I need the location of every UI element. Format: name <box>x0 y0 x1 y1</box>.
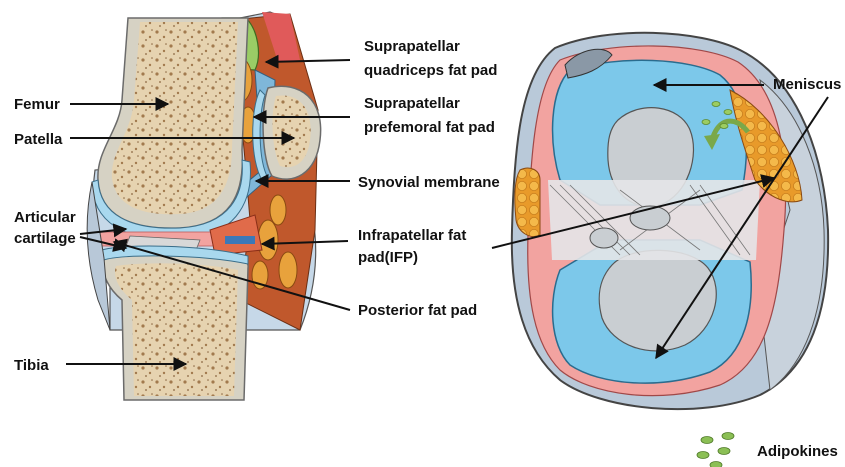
label-articular-cartilage-2: cartilage <box>14 230 76 247</box>
patellar-ligament-blue <box>225 236 255 244</box>
label-suprapatellar-quadriceps-1: Suprapatellar <box>364 38 460 55</box>
label-posterior-fat-pad: Posterior fat pad <box>358 302 477 319</box>
label-synovial-membrane: Synovial membrane <box>358 174 500 191</box>
label-adipokines: Adipokines <box>757 443 838 460</box>
label-infrapatellar-2: pad(IFP) <box>358 249 418 266</box>
label-suprapatellar-prefemoral-1: Suprapatellar <box>364 95 460 112</box>
label-articular-cartilage-1: Articular <box>14 209 76 226</box>
label-tibia: Tibia <box>14 357 49 374</box>
label-suprapatellar-quadriceps-2: quadriceps fat pad <box>364 62 497 79</box>
infrapatellar-fat-lobule-3 <box>270 195 286 225</box>
sagittal-knee-illustration <box>87 12 320 400</box>
label-suprapatellar-prefemoral-2: prefemoral fat pad <box>364 119 495 136</box>
infrapatellar-fat-lobule-2 <box>279 252 297 288</box>
label-meniscus: Meniscus <box>773 76 841 93</box>
axial-fat-pad-left <box>515 168 540 236</box>
label-femur: Femur <box>14 96 60 113</box>
axial-condyle-lower <box>599 250 716 351</box>
infrapatellar-fat-lobule-1 <box>258 220 278 260</box>
axial-central-bone-2 <box>590 228 618 248</box>
label-patella: Patella <box>14 131 63 148</box>
label-infrapatellar-1: Infrapatellar fat <box>358 227 466 244</box>
adipokines-legend-icon <box>697 433 734 467</box>
